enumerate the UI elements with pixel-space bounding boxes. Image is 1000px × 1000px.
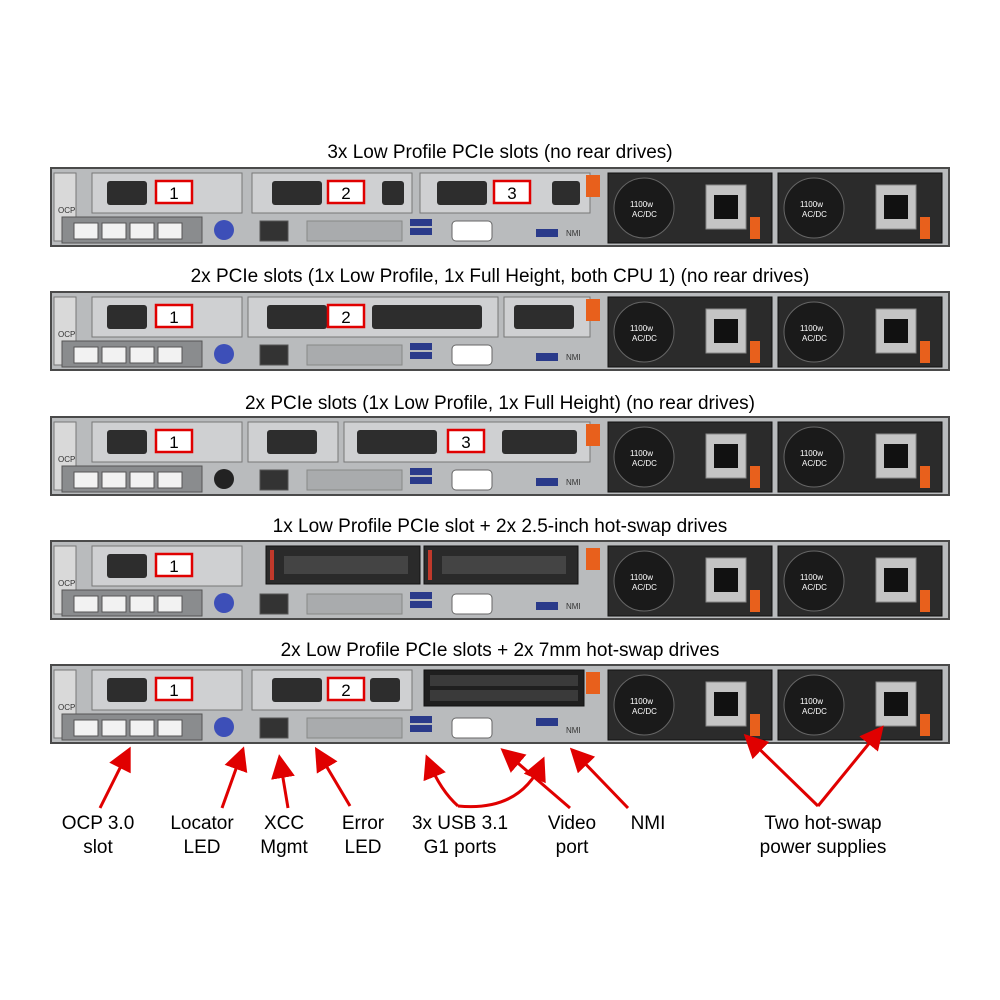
- server-chassis-1: OCP 1 2 3 NMI: [50, 167, 950, 247]
- svg-text:AC/DC: AC/DC: [802, 210, 827, 219]
- pcie-slot-2-box: [326, 179, 366, 205]
- svg-text:1100w: 1100w: [630, 200, 653, 209]
- ocp-label: OCP: [58, 206, 75, 215]
- svg-text:1100w: 1100w: [630, 573, 653, 582]
- svg-text:AC/DC: AC/DC: [802, 334, 827, 343]
- svg-text:3: 3: [461, 433, 470, 452]
- svg-text:AC/DC: AC/DC: [632, 583, 657, 592]
- pcie-slot-3-box: [492, 179, 532, 205]
- arrow-ocp: [98, 746, 131, 809]
- svg-text:1100w: 1100w: [800, 449, 823, 458]
- xcc-mgmt-port-icon: [259, 220, 289, 242]
- svg-text:1100w: 1100w: [630, 324, 653, 333]
- svg-text:AC/DC: AC/DC: [802, 707, 827, 716]
- server-chassis-4: OCP 1 NMI 1100w AC/DC: [50, 540, 950, 620]
- svg-text:1100w: 1100w: [800, 697, 823, 706]
- server-chassis-3: OCP 1 3 NMI 1100w AC/DC: [50, 416, 950, 496]
- svg-text:1100w: 1100w: [800, 200, 823, 209]
- svg-text:1100w: 1100w: [800, 573, 823, 582]
- drive-bay-1: [265, 545, 421, 585]
- svg-text:1100w: 1100w: [800, 324, 823, 333]
- arrow-usb-1: [423, 754, 460, 808]
- nmi-label: NMI: [566, 229, 581, 238]
- svg-text:1: 1: [169, 557, 178, 576]
- config-5-caption: 2x Low Profile PCIe slots + 2x 7mm hot-s…: [280, 640, 720, 661]
- svg-text:AC/DC: AC/DC: [632, 334, 657, 343]
- arrow-video: [500, 748, 571, 810]
- svg-text:NMI: NMI: [566, 353, 581, 362]
- svg-text:OCP: OCP: [58, 703, 75, 712]
- locator-button-icon: [214, 220, 234, 240]
- svg-text:AC/DC: AC/DC: [802, 583, 827, 592]
- svg-text:1100w: 1100w: [630, 449, 653, 458]
- svg-text:1100w: 1100w: [630, 697, 653, 706]
- video-port-icon: [451, 220, 493, 242]
- svg-text:AC/DC: AC/DC: [802, 459, 827, 468]
- arrow-error: [314, 746, 352, 807]
- arrow-locator: [220, 746, 248, 809]
- svg-text:OCP: OCP: [58, 330, 75, 339]
- pcie-slot-3-number: 3: [507, 184, 516, 203]
- 7mm-drive-bays: [423, 669, 585, 707]
- config-2-caption: 2x PCIe slots (1x Low Profile, 1x Full H…: [190, 266, 810, 287]
- svg-text:1: 1: [169, 433, 178, 452]
- svg-text:AC/DC: AC/DC: [632, 210, 657, 219]
- svg-text:OCP: OCP: [58, 455, 75, 464]
- svg-text:NMI: NMI: [566, 726, 581, 735]
- svg-text:NMI: NMI: [566, 602, 581, 611]
- svg-text:NMI: NMI: [566, 478, 581, 487]
- config-4-caption: 1x Low Profile PCIe slot + 2x 2.5-inch h…: [272, 516, 728, 537]
- power-supply-2: 1100w AC/DC: [777, 172, 943, 244]
- svg-text:AC/DC: AC/DC: [632, 459, 657, 468]
- drive-bay-2: [423, 545, 579, 585]
- config-1-caption: 3x Low Profile PCIe slots (no rear drive…: [327, 142, 673, 163]
- svg-text:AC/DC: AC/DC: [632, 707, 657, 716]
- arrow-xcc: [271, 754, 295, 809]
- arrow-usb-2: [457, 756, 546, 809]
- pcie-slot-2-number: 2: [341, 184, 350, 203]
- callout-nmi: NMI: [630, 813, 666, 834]
- svg-text:2: 2: [341, 308, 350, 327]
- pcie-slot-1-number: 1: [169, 184, 178, 203]
- server-chassis-5: OCP 1 2 NMI 1100w AC/DC: [50, 664, 950, 744]
- svg-text:OCP: OCP: [58, 579, 75, 588]
- config-3-caption: 2x PCIe slots (1x Low Profile, 1x Full H…: [244, 393, 755, 414]
- svg-text:1: 1: [169, 308, 178, 327]
- arrow-nmi: [569, 747, 630, 810]
- svg-text:2: 2: [341, 681, 350, 700]
- svg-text:1: 1: [169, 681, 178, 700]
- server-chassis-2: OCP 1 2 NMI 1100w AC/DC: [50, 291, 950, 371]
- pcie-slot-1-box: [154, 179, 194, 205]
- arrow-psu-1: [743, 733, 820, 808]
- arrow-psu-2: [816, 725, 884, 807]
- power-supply-1: 1100w AC/DC: [607, 172, 773, 244]
